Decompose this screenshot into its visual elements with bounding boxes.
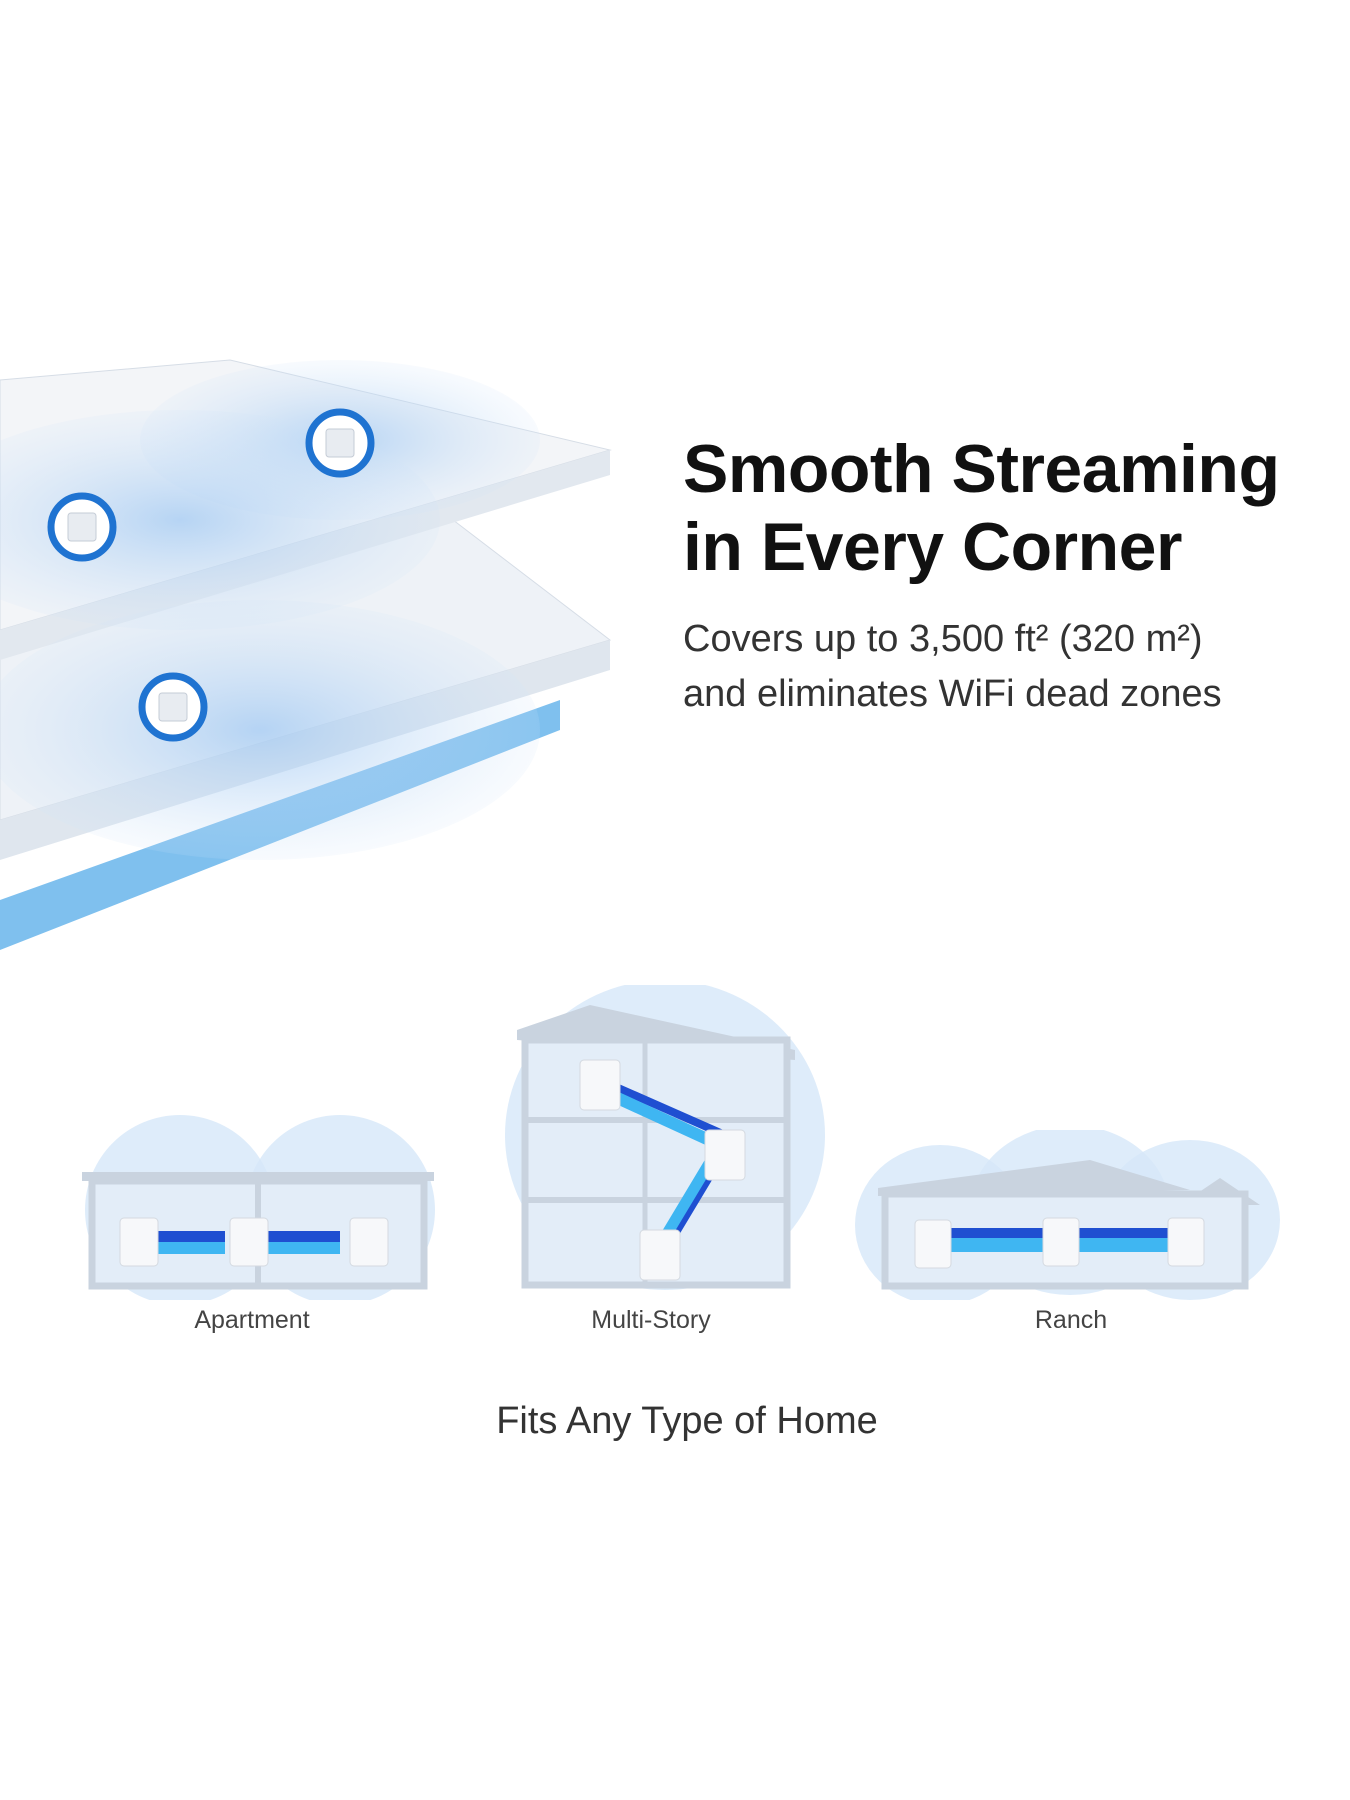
mesh-node-icon (138, 672, 208, 742)
subtitle: Covers up to 3,500 ft² (320 m²) and elim… (683, 612, 1222, 722)
headline-line-1: Smooth Streaming (683, 431, 1280, 507)
subtitle-line-2: and eliminates WiFi dead zones (683, 673, 1222, 715)
tagline: Fits Any Type of Home (496, 1400, 878, 1442)
mesh-node-icon (47, 492, 117, 562)
home-type-label-multi-story: Multi-Story (591, 1306, 711, 1334)
floor-plan-illustration (0, 359, 612, 950)
subtitle-line-1: Covers up to 3,500 ft² (320 m²) (683, 618, 1203, 660)
apartment-illustration (82, 1115, 435, 1300)
home-type-label-apartment: Apartment (194, 1306, 310, 1334)
headline: Smooth Streaming in Every Corner (683, 430, 1280, 586)
ranch-illustration (855, 1130, 1280, 1300)
home-type-label-ranch: Ranch (1034, 1306, 1108, 1334)
headline-line-2: in Every Corner (683, 509, 1182, 585)
multi-story-illustration (505, 985, 825, 1290)
mesh-node-icon (305, 408, 375, 478)
